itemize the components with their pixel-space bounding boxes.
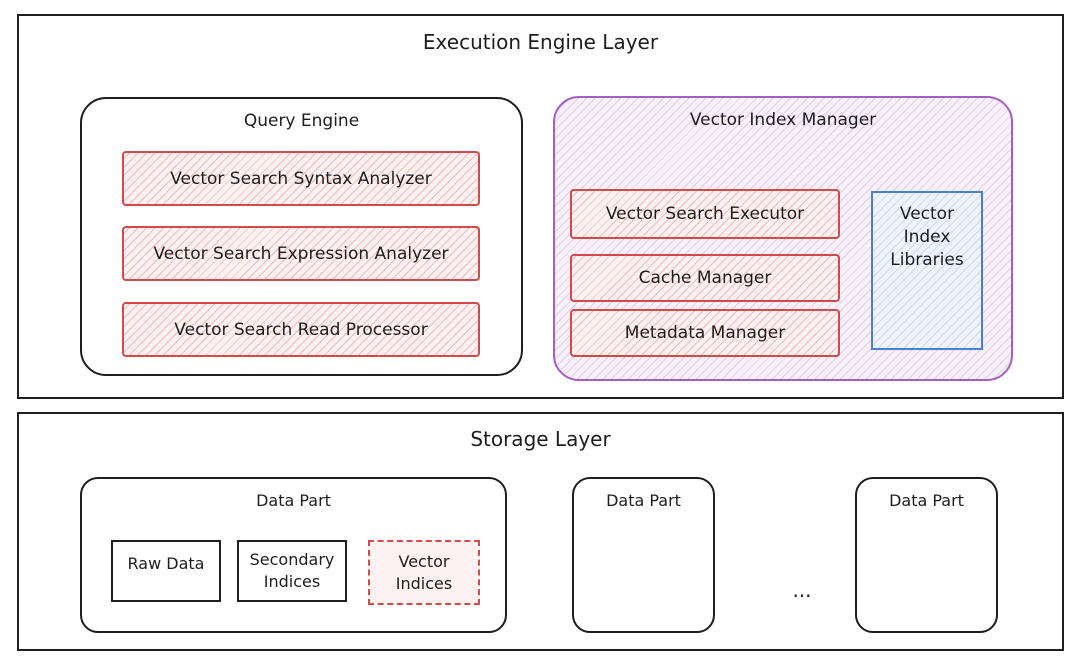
data-part-3: Data Part: [855, 477, 998, 633]
raw-data-box: Raw Data: [111, 540, 221, 602]
data-part-3-title: Data Part: [889, 491, 964, 510]
vector-search-read-processor: Vector Search Read Processor: [122, 302, 480, 357]
cache-manager: Cache Manager: [570, 254, 840, 302]
vector-search-executor: Vector Search Executor: [570, 189, 840, 239]
vector-indices-box: Vector Indices: [368, 540, 480, 605]
vector-index-manager-title: Vector Index Manager: [689, 110, 877, 130]
data-part-main-title: Data Part: [256, 491, 331, 510]
vector-search-expression-analyzer: Vector Search Expression Analyzer: [122, 226, 480, 281]
data-part-2: Data Part: [572, 477, 715, 633]
data-part-2-title: Data Part: [606, 491, 681, 510]
metadata-manager: Metadata Manager: [570, 309, 840, 357]
execution-engine-layer-title: Execution Engine Layer: [422, 30, 659, 54]
secondary-indices-box: Secondary Indices: [237, 540, 347, 602]
ellipsis: ...: [792, 578, 812, 602]
vector-index-libraries: Vector Index Libraries: [871, 191, 983, 350]
storage-layer-title: Storage Layer: [470, 427, 611, 451]
vector-search-syntax-analyzer: Vector Search Syntax Analyzer: [122, 151, 480, 206]
query-engine-title: Query Engine: [243, 111, 360, 131]
